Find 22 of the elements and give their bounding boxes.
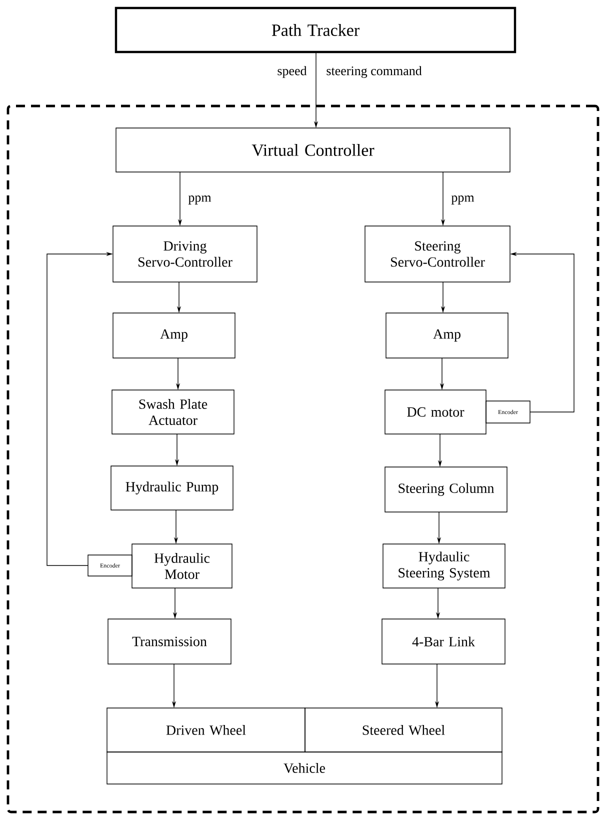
edge-label: ppm [450,194,476,206]
process-box: Driving Servo-Controller [112,226,258,282]
process-box: Hydaulic Steering System [382,544,506,588]
edge-label: speed [276,65,308,79]
process-box: Hydraulic Pump [110,466,234,510]
edge-label: ppm [187,194,212,206]
dashed-boundary [6,104,600,814]
wheel-box: Driven Wheel [106,708,306,752]
tracker-box: Path Tracker [114,6,516,54]
process-box: Amp [386,312,508,358]
process-box: Hydraulic Motor [132,544,232,588]
process-box: Transmission [108,618,232,664]
signal-label: steering command [325,65,423,79]
process-box: Amp [112,312,236,358]
process-box: Swash Plate Actuator [112,390,234,434]
vehicle-box: Vehicle [106,752,502,784]
process-box: DC motor [384,390,486,434]
wheel-box: Steered Wheel [304,708,502,752]
process-box: 4-Bar Link [382,618,506,664]
process-box: Steering Column [384,466,508,512]
controller-box: Virtual Controller [116,128,510,172]
process-box: Steering Servo-Controller [364,226,510,282]
